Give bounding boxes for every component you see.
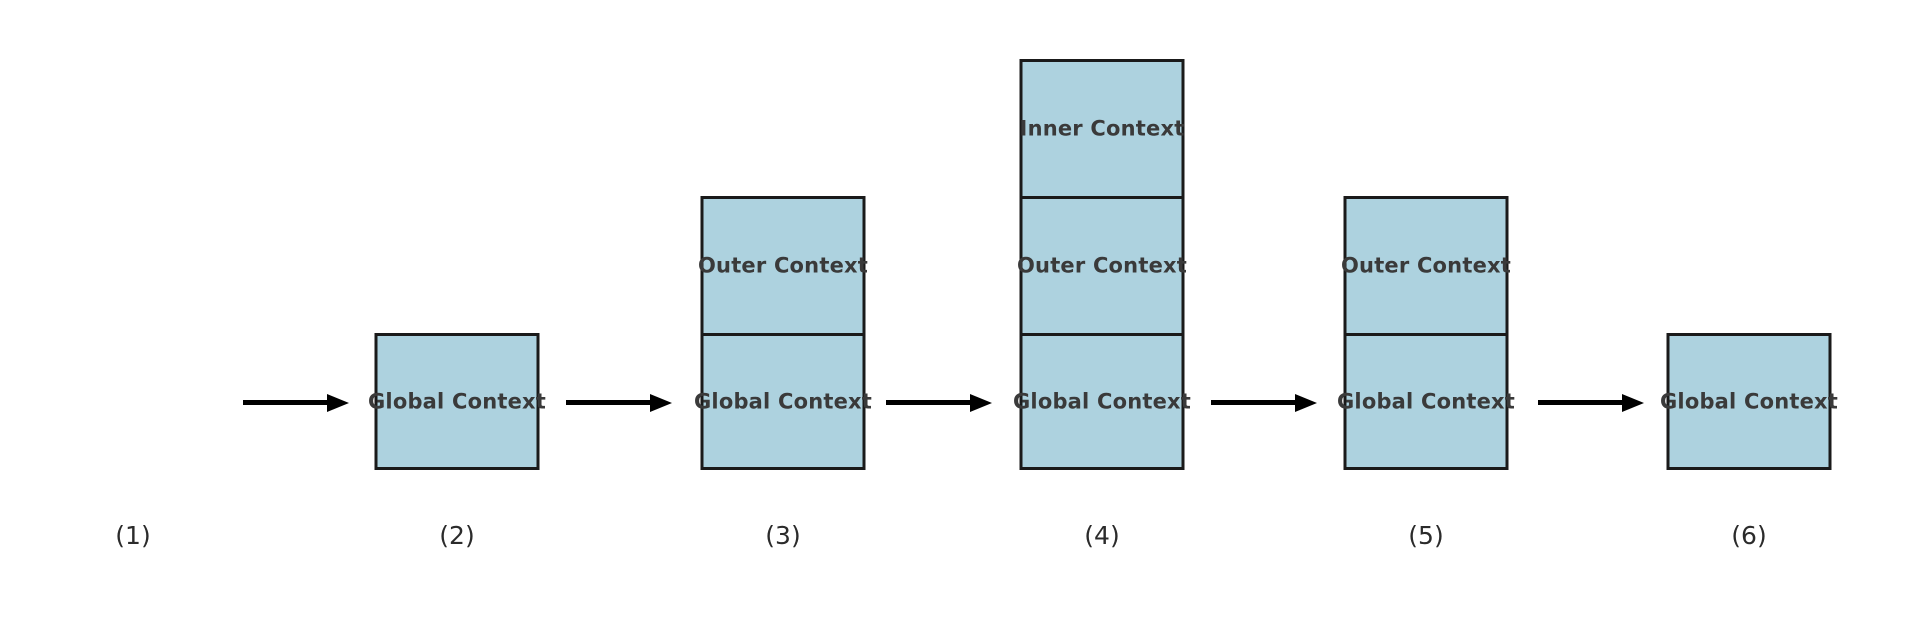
arrow-head-icon [327,394,349,412]
context-frame[interactable]: Global Context [368,333,546,470]
context-frame-label: Outer Context [1340,253,1512,278]
arrow-shaft [1538,400,1624,405]
context-frame[interactable]: Global Context [1337,333,1515,470]
arrow-2-to-3 [566,394,672,412]
step-caption-1: (1) [115,521,151,550]
context-frame-label: Global Context [693,389,873,413]
step-caption-2: (2) [439,521,475,550]
context-frame[interactable]: Outer Context [1340,196,1512,333]
context-stack-6: Global Context [1660,333,1838,470]
context-frame-label: Global Context [367,389,547,413]
context-frame[interactable]: Inner Context [1019,59,1185,196]
context-frame-label: Global Context [1336,389,1516,413]
context-frame-label: Outer Context [1016,253,1188,278]
context-frame[interactable]: Outer Context [1016,196,1188,333]
context-frame[interactable]: Outer Context [697,196,869,333]
arrow-head-icon [970,394,992,412]
step-caption-3: (3) [765,521,801,550]
arrow-head-icon [650,394,672,412]
arrow-1-to-2 [243,394,349,412]
context-frame-label: Global Context [1012,389,1192,413]
arrow-head-icon [1622,394,1644,412]
context-frame[interactable]: Global Context [694,333,872,470]
arrow-head-icon [1295,394,1317,412]
arrow-shaft [243,400,329,405]
context-frame-label: Inner Context [1019,116,1185,141]
arrow-shaft [886,400,972,405]
context-frame[interactable]: Global Context [1013,333,1191,470]
arrow-shaft [566,400,652,405]
step-caption-6: (6) [1731,521,1767,550]
arrow-5-to-6 [1538,394,1644,412]
arrow-3-to-4 [886,394,992,412]
arrow-shaft [1211,400,1297,405]
context-frame-label: Outer Context [697,253,869,278]
context-frame-label: Global Context [1659,389,1839,413]
arrow-4-to-5 [1211,394,1317,412]
step-caption-5: (5) [1408,521,1444,550]
step-caption-4: (4) [1084,521,1120,550]
context-frame[interactable]: Global Context [1660,333,1838,470]
context-stack-2: Global Context [368,333,546,470]
